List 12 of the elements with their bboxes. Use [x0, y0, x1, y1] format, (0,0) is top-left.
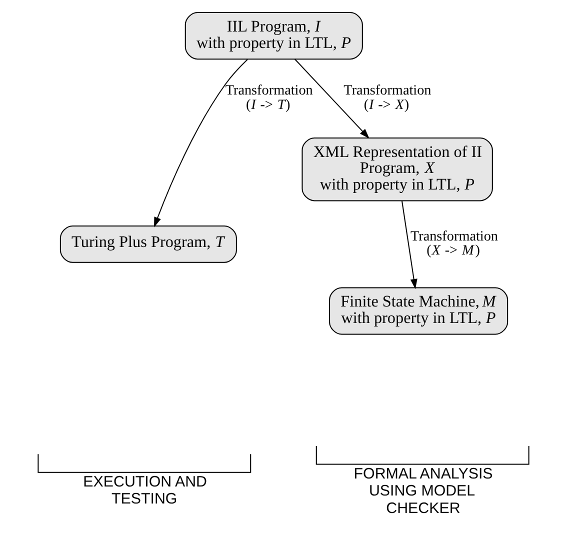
node-box: IIL Program, I with property in LTL, P [184, 12, 362, 60]
arrow [400, 200, 417, 290]
node-box: XML Representation of II Program, X with property in LTL, P [301, 137, 492, 202]
label: FORMAL ANALYSIS USING MODEL CHECKER [353, 465, 492, 517]
label: EXECUTION AND TESTING [82, 474, 206, 508]
edge-label: Transformation (I -> X) [343, 82, 431, 113]
node-box: Turing Plus Program, T [59, 226, 236, 263]
node-box: Finite State Machine, M with property in LTL, P [328, 287, 508, 335]
edge-label: Transformation (X -> M) [410, 228, 498, 259]
arrow [154, 59, 248, 228]
arrow [294, 58, 369, 139]
edge-label: Transformation (I -> T) [224, 82, 312, 113]
